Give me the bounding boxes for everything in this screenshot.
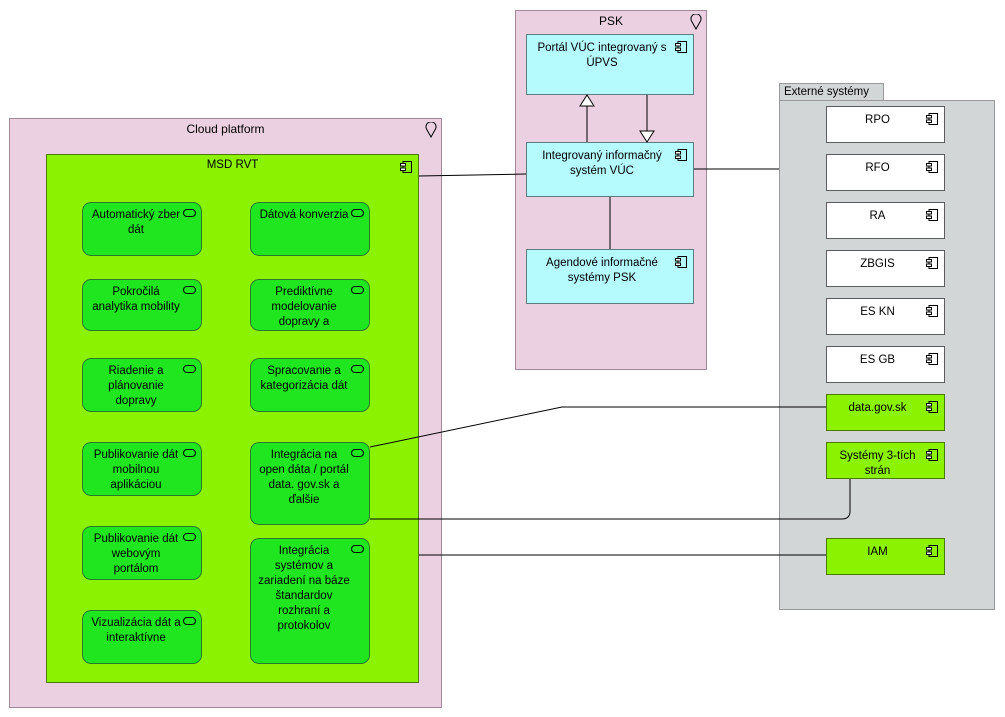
connector-open-data-datagov xyxy=(369,406,826,448)
component-icon xyxy=(926,449,938,461)
service-label: Prediktívne modelovanie dopravy a xyxy=(271,286,337,328)
service-label: Vizualizácia dát a interaktívne xyxy=(91,617,181,644)
component-label: RFO xyxy=(865,162,890,174)
portal-vuc-component[interactable]: Portál VÚC integrovaný s ÚPVS xyxy=(526,34,694,95)
component-label: Agendové informačné systémy PSK xyxy=(546,257,658,284)
service-publikovanie-mobilnou[interactable]: Publikovanie dát mobilnou aplikáciou xyxy=(82,442,202,496)
ext-data-gov-sk[interactable]: data.gov.sk xyxy=(826,394,945,431)
ext-rfo[interactable]: RFO xyxy=(826,154,945,191)
service-icon xyxy=(351,449,364,457)
service-integracia-open-data[interactable]: Integrácia na open dáta / portál data. g… xyxy=(250,442,370,525)
component-label: RPO xyxy=(865,114,890,126)
component-icon xyxy=(926,113,938,125)
arrowhead-down xyxy=(639,130,655,143)
service-icon xyxy=(351,286,364,294)
component-label: data.gov.sk xyxy=(848,402,907,414)
component-icon xyxy=(926,353,938,365)
service-icon xyxy=(351,545,364,553)
connector-msd-iis xyxy=(418,173,527,177)
agendove-systemy-component[interactable]: Agendové informačné systémy PSK xyxy=(526,249,694,304)
service-label: Publikovanie dát mobilnou aplikáciou xyxy=(93,449,179,491)
service-vizualizacia[interactable]: Vizualizácia dát a interaktívne xyxy=(82,610,202,664)
service-prediktivne-modelovanie[interactable]: Prediktívne modelovanie dopravy a xyxy=(250,279,370,331)
ext-ra[interactable]: RA xyxy=(826,202,945,239)
service-label: Publikovanie dát webovým portálom xyxy=(93,533,179,575)
ext-systemy-3-tich-stran[interactable]: Systémy 3-tích strán xyxy=(826,442,945,479)
ext-zbgis[interactable]: ZBGIS xyxy=(826,250,945,287)
location-pin-icon xyxy=(690,14,702,30)
service-icon xyxy=(183,365,196,373)
component-icon xyxy=(675,149,687,161)
component-label: Integrovaný informačný systém VÚC xyxy=(542,150,662,177)
component-icon xyxy=(926,257,938,269)
service-icon xyxy=(183,209,196,217)
service-publikovanie-webovym[interactable]: Publikovanie dát webovým portálom xyxy=(82,526,202,580)
service-label: Pokročilá analytika mobility xyxy=(92,286,180,313)
service-label: Integrácia na open dáta / portál data. g… xyxy=(259,449,349,506)
service-label: Riadenie a plánovanie dopravy xyxy=(108,365,164,407)
component-label: RA xyxy=(869,210,886,222)
service-riadenie-planovanie[interactable]: Riadenie a plánovanie dopravy xyxy=(82,358,202,412)
psk-title: PSK xyxy=(598,14,623,28)
iis-vuc-component[interactable]: Integrovaný informačný systém VÚC xyxy=(526,142,694,197)
ext-es-gb[interactable]: ES GB xyxy=(826,346,945,383)
component-label: Systémy 3-tích strán xyxy=(839,450,916,477)
component-icon xyxy=(926,401,938,413)
component-label: Portál VÚC integrovaný s ÚPVS xyxy=(537,42,667,69)
component-icon xyxy=(926,305,938,317)
component-icon xyxy=(926,209,938,221)
service-integracia-systemov[interactable]: Integrácia systémov a zariadení na báze … xyxy=(250,538,370,664)
ext-es-kn[interactable]: ES KN xyxy=(826,298,945,335)
service-label: Dátová konverzia xyxy=(259,209,349,221)
component-icon xyxy=(675,41,687,53)
service-label: Spracovanie a kategorizácia dát xyxy=(260,365,348,392)
component-icon xyxy=(675,256,687,268)
ext-iam[interactable]: IAM xyxy=(826,538,945,575)
service-icon xyxy=(183,533,196,541)
service-pokrocila-analytika[interactable]: Pokročilá analytika mobility xyxy=(82,279,202,331)
ext-rpo[interactable]: RPO xyxy=(826,106,945,143)
service-icon xyxy=(351,209,364,217)
location-pin-icon xyxy=(425,122,437,138)
service-label: Automatický zber dát xyxy=(91,209,181,236)
service-icon xyxy=(183,286,196,294)
component-icon xyxy=(400,161,412,173)
service-spracovanie-kategorizacia[interactable]: Spracovanie a kategorizácia dát xyxy=(250,358,370,412)
component-label: ES GB xyxy=(859,354,896,366)
service-icon xyxy=(351,365,364,373)
component-label: IAM xyxy=(867,546,888,558)
component-label: ES KN xyxy=(860,306,895,318)
component-icon xyxy=(926,545,938,557)
msd-rvt-title: MSD RVT xyxy=(206,159,259,171)
service-icon xyxy=(183,449,196,457)
arrowhead-up xyxy=(579,94,595,107)
service-icon xyxy=(183,617,196,625)
connector-open-data-3tich xyxy=(370,479,851,520)
cloud-platform-title: Cloud platform xyxy=(186,122,265,136)
service-datova-konverzia[interactable]: Dátová konverzia xyxy=(250,202,370,256)
service-label: Integrácia systémov a zariadení na báze … xyxy=(258,545,350,632)
service-automaticky-zber[interactable]: Automatický zber dát xyxy=(82,202,202,256)
component-label: ZBGIS xyxy=(860,258,895,270)
component-icon xyxy=(926,161,938,173)
